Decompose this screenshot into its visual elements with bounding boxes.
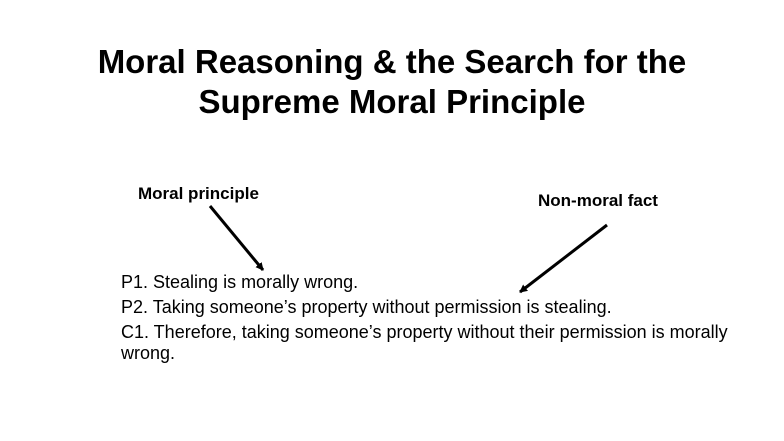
arrow-moral-principle xyxy=(208,205,265,271)
arrow-non-moral-fact xyxy=(519,223,608,294)
premise-p1: P1. Stealing is morally wrong. xyxy=(121,272,359,292)
title-line-1: Moral Reasoning & the Search for the xyxy=(97,43,687,80)
non-moral-fact-label: Non-moral fact xyxy=(538,191,658,210)
conclusion-c1: C1. Therefore, taking someone’s property… xyxy=(121,322,728,363)
slide-title: Moral Reasoning & the Search for the Sup… xyxy=(0,42,784,122)
premise-p2: P2. Taking someone’s property without pe… xyxy=(121,297,612,317)
moral-principle-label: Moral principle xyxy=(138,184,259,203)
title-line-2: Supreme Moral Principle xyxy=(198,83,586,120)
argument: P1. Stealing is morally wrong. P2. Takin… xyxy=(121,272,741,368)
